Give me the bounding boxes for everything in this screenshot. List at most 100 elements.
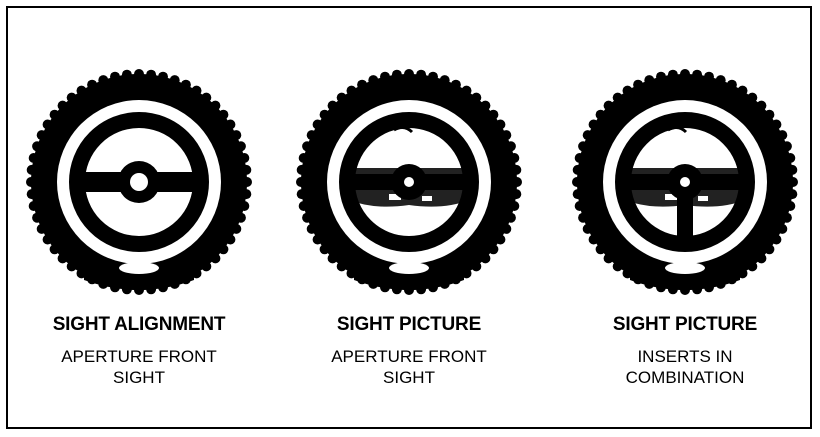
knurl-bump: [218, 110, 228, 120]
knurl-bump: [623, 86, 633, 96]
knurl-bump: [604, 101, 614, 111]
knurl-bump: [67, 93, 77, 103]
knurl-bump: [302, 213, 312, 223]
sight-picture-inserts-icon: [570, 50, 800, 310]
knurl-bump: [787, 165, 797, 175]
knurl-bump: [727, 80, 737, 90]
knurl-bump: [192, 86, 202, 96]
knurl-bump: [32, 141, 42, 151]
knurl-bump: [788, 177, 798, 187]
subtitle-line: SIGHT: [24, 367, 254, 388]
knurl-bump: [440, 75, 450, 85]
panel-sight-alignment: SIGHT ALIGNMENT APERTURE FRONT SIGHT: [24, 50, 254, 420]
knurl-bump: [583, 224, 593, 234]
knurl-bump: [181, 80, 191, 90]
knurl-bump: [231, 224, 241, 234]
knurl-bump: [218, 244, 228, 254]
knurl-bump: [747, 261, 757, 271]
knurl-bump: [296, 177, 306, 187]
knurl-bump: [134, 69, 144, 79]
knurl-bump: [37, 130, 47, 140]
knurl-bump: [747, 93, 757, 103]
knurl-bump: [320, 110, 330, 120]
knurl-bump: [299, 153, 309, 163]
knurl-bump: [509, 201, 519, 211]
knurl-bump: [225, 235, 235, 245]
knurl-bump: [506, 141, 516, 151]
knurl-bump: [392, 70, 402, 80]
knurl-bump: [43, 235, 53, 245]
knurl-bump: [613, 93, 623, 103]
knurl-bump: [716, 75, 726, 85]
knurl-bump: [680, 69, 690, 79]
knurl-bump: [380, 72, 390, 82]
knurl-bump: [764, 110, 774, 120]
knurl-bump: [98, 75, 108, 85]
panel-title: SIGHT PICTURE: [294, 314, 524, 336]
aperture-hole: [130, 173, 148, 191]
knurl-bump: [337, 93, 347, 103]
knurl-bump: [785, 201, 795, 211]
knurl-bump: [578, 213, 588, 223]
subtitle-line: INSERTS IN: [570, 346, 800, 367]
base-highlight: [119, 262, 159, 274]
knurl-bump: [604, 253, 614, 263]
knurl-bump: [692, 70, 702, 80]
knurl-bump: [313, 235, 323, 245]
knurl-bump: [32, 213, 42, 223]
knurl-bump: [201, 261, 211, 271]
knurl-bump: [241, 165, 251, 175]
knurl-bump: [787, 189, 797, 199]
knurl-bump: [509, 153, 519, 163]
knurl-bump: [511, 165, 521, 175]
knurl-bump: [313, 120, 323, 130]
knurl-bump: [236, 141, 246, 151]
knurl-bump: [307, 130, 317, 140]
knurl-bump: [488, 244, 498, 254]
knurl-bump: [575, 201, 585, 211]
knurl-bump: [495, 120, 505, 130]
knurl-bump: [573, 189, 583, 199]
panel-sight-picture-inserts: SIGHT PICTURE INSERTS IN COMBINATION: [570, 50, 800, 420]
knurl-bump: [785, 153, 795, 163]
knurl-bump: [241, 189, 251, 199]
knurl-bump: [589, 235, 599, 245]
knurl-bump: [764, 244, 774, 254]
panel-sight-picture-aperture: SIGHT PICTURE APERTURE FRONT SIGHT: [294, 50, 524, 420]
knurl-bump: [756, 253, 766, 263]
knurl-bump: [67, 261, 77, 271]
knurl-bump: [50, 110, 60, 120]
knurl-bump: [307, 224, 317, 234]
knurl-bump: [480, 253, 490, 263]
knurl-bump: [416, 70, 426, 80]
knurl-bump: [158, 72, 168, 82]
knurl-bump: [58, 101, 68, 111]
knurl-bump: [471, 93, 481, 103]
base-highlight: [665, 262, 705, 274]
knurl-bump: [87, 80, 97, 90]
knurl-bump: [37, 224, 47, 234]
knurl-bump: [239, 153, 249, 163]
knurl-bump: [170, 75, 180, 85]
knurl-bump: [506, 213, 516, 223]
knurl-bump: [589, 120, 599, 130]
knurl-bump: [231, 130, 241, 140]
knurl-bump: [782, 213, 792, 223]
knurl-bump: [297, 189, 307, 199]
knurl-bump: [428, 72, 438, 82]
subtitle-line: APERTURE FRONT: [294, 346, 524, 367]
knurl-bump: [777, 130, 787, 140]
knurl-bump: [320, 244, 330, 254]
subtitle-line: APERTURE FRONT: [24, 346, 254, 367]
subtitle-line: COMBINATION: [570, 367, 800, 388]
knurl-bump: [644, 75, 654, 85]
knurl-bump: [50, 244, 60, 254]
knurl-bump: [110, 72, 120, 82]
knurl-bump: [771, 120, 781, 130]
knurl-bump: [596, 110, 606, 120]
knurl-bump: [771, 235, 781, 245]
knurl-bump: [58, 253, 68, 263]
knurl-bump: [451, 80, 461, 90]
knurl-bump: [242, 177, 252, 187]
knurl-bump: [236, 213, 246, 223]
